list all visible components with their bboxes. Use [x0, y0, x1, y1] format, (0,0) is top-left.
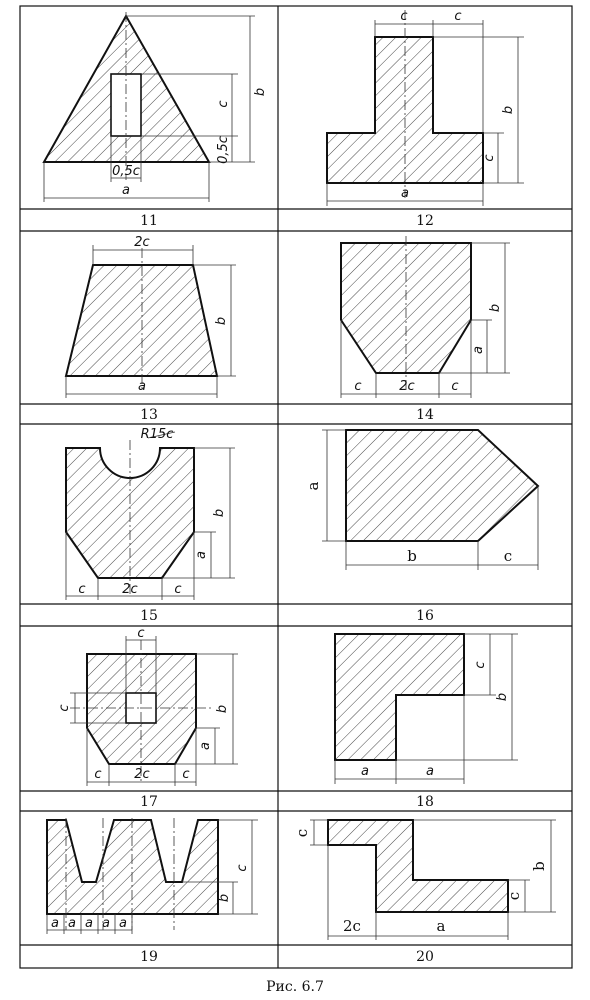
dim-c-top: c — [293, 829, 311, 837]
dim-2c: 2c — [399, 379, 414, 394]
cell-number-11: 11 — [140, 213, 158, 229]
cell-number-14: 14 — [416, 407, 434, 423]
dim-a-left: a — [361, 764, 369, 779]
dim-a: a — [304, 481, 322, 490]
figure-12: c c a b c — [326, 9, 524, 206]
dim-b: b — [488, 304, 503, 312]
dim-2c: 2c — [343, 917, 361, 935]
dim-c-hole-width: c — [137, 626, 144, 641]
cell-number-13: 13 — [140, 407, 158, 423]
cell-number-18: 18 — [416, 794, 434, 810]
dim-a: a — [138, 379, 146, 394]
figure-11: a b c 0,5c 0,5c — [42, 12, 268, 202]
cell-number-12: 12 — [416, 213, 434, 229]
figure-20: c b c 2c a — [293, 819, 556, 940]
dim-2c: 2c — [134, 767, 149, 782]
dim-c-left: c — [354, 379, 361, 394]
dim-radius: R15c — [141, 427, 174, 442]
dim-a-5: a — [119, 916, 127, 931]
cell-number-15: 15 — [140, 608, 158, 624]
dim-half-c-height: 0,5c — [216, 136, 231, 164]
dim-c-left: c — [78, 582, 85, 597]
figure-13: 2c b a — [64, 235, 236, 398]
dim-c: c — [216, 100, 231, 107]
cell-number-20: 20 — [416, 949, 434, 965]
table-grid — [19, 5, 573, 969]
dim-half-c-width: 0,5c — [112, 164, 140, 179]
dim-b: b — [215, 705, 230, 713]
dim-a-1: a — [51, 916, 59, 931]
dim-a-2: a — [68, 916, 76, 931]
dim-a: a — [471, 346, 486, 354]
dim-b: b — [407, 547, 417, 565]
cell-number-19: 19 — [140, 949, 158, 965]
dim-c-right: c — [454, 9, 461, 24]
cell-number-16: 16 — [416, 608, 434, 624]
dim-a: a — [194, 551, 209, 559]
dim-c-vertical: c — [482, 154, 497, 161]
dim-a: a — [122, 183, 130, 198]
figure-14: b a c 2c c — [340, 236, 510, 398]
dim-b: b — [530, 861, 548, 871]
dim-c: c — [473, 661, 488, 668]
dim-c: c — [235, 864, 250, 871]
dim-a-right: a — [426, 764, 434, 779]
dim-c-hole-height: c — [57, 704, 72, 711]
figure-caption: Рис. 6.7 — [266, 979, 324, 995]
figure-18: c b a a — [334, 633, 518, 784]
cell-number-17: 17 — [140, 794, 158, 810]
dim-c-left: c — [94, 767, 101, 782]
dim-b: b — [214, 317, 229, 325]
figure-17: c c b a c 2c c — [57, 626, 238, 786]
dim-c-right: c — [505, 892, 523, 900]
dim-a-3: a — [85, 916, 93, 931]
figure-16: a b c — [304, 429, 540, 570]
dim-b: b — [253, 88, 268, 96]
dim-a: a — [401, 186, 409, 201]
dim-c-right: c — [182, 767, 189, 782]
dim-c-right: c — [451, 379, 458, 394]
dim-2c: 2c — [122, 582, 137, 597]
dim-c-right: c — [174, 582, 181, 597]
figure-19: a a a a a c b — [46, 818, 258, 934]
dim-b: b — [212, 509, 227, 517]
dim-b: b — [217, 894, 232, 902]
dim-c-left: c — [400, 9, 407, 24]
dim-2c: 2c — [134, 235, 149, 250]
dim-a: a — [198, 742, 213, 750]
dim-a-4: a — [102, 916, 110, 931]
figure-15: R15c b a c 2c c — [65, 427, 235, 600]
dim-b: b — [501, 106, 516, 114]
dim-c: c — [504, 547, 512, 565]
dim-b: b — [495, 693, 510, 701]
dim-a: a — [437, 917, 446, 935]
